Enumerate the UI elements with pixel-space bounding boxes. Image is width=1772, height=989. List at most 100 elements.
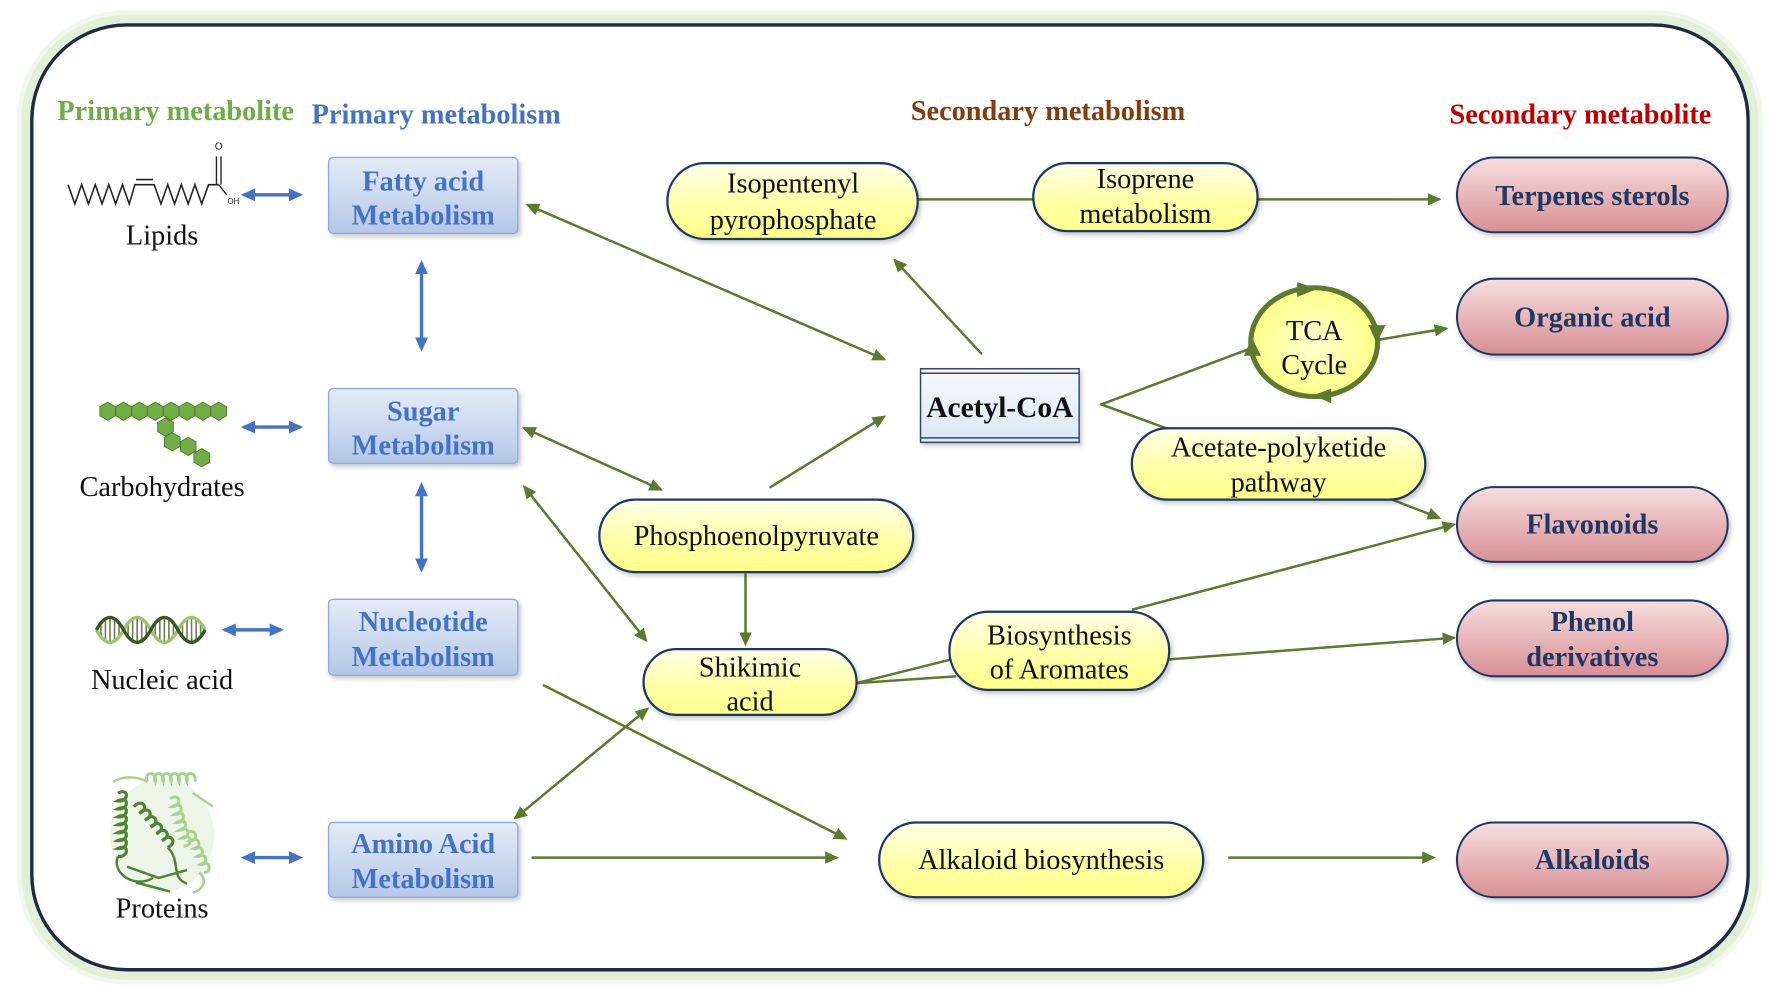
box-label-line2: Metabolism xyxy=(352,430,496,461)
pill-shape xyxy=(1130,427,1427,501)
hexagon xyxy=(178,401,196,421)
acetyl-coa-box xyxy=(919,368,1080,443)
fatty-acid-chain xyxy=(67,182,219,207)
node-label: Acetyl-CoA xyxy=(926,392,1074,424)
primary-metabolism-sugar: Sugar Metabolism xyxy=(327,387,519,465)
node-label-line1: Acetate-polyketide xyxy=(1171,433,1386,464)
box-label-line1: Fatty acid xyxy=(362,166,484,197)
box-shape xyxy=(327,387,519,465)
label-lipids: Lipids xyxy=(126,221,198,252)
primary-metabolite-carbohydrates: Carbohydrates xyxy=(80,401,245,503)
node-tca-cycle: TCA Cycle xyxy=(1243,282,1386,404)
header-primary-metabolism: Primary metabolism xyxy=(312,99,562,130)
metabolite-label: Organic acid xyxy=(1514,302,1671,333)
pill-shape xyxy=(1455,156,1729,234)
primary-metabolism-amino-acid: Amino Acid Metabolism xyxy=(327,821,519,898)
node-label-line1: Shikimic xyxy=(699,652,801,683)
hydroxyl-label: OH xyxy=(228,197,240,206)
label-carbohydrates: Carbohydrates xyxy=(80,472,245,503)
link-acetyl-coa-tca xyxy=(1100,345,1257,406)
hexagon xyxy=(162,401,180,421)
node-biosynthesis-of-aromates: Biosynthesis of Aromates xyxy=(948,610,1171,692)
box-shape xyxy=(327,156,519,235)
carbonyl-oxygen-label: O xyxy=(215,142,223,153)
hexagon xyxy=(115,401,132,421)
hexagon xyxy=(193,448,211,468)
label-nucleic-acid: Nucleic acid xyxy=(91,665,233,696)
node-alkaloid-biosynthesis: Alkaloid biosynthesis xyxy=(878,821,1205,899)
protein-helix-dark xyxy=(112,790,128,859)
metabolite-flavonoids: Flavonoids xyxy=(1455,486,1729,563)
metabolite-alkaloids: Alkaloids xyxy=(1455,821,1729,899)
pill-shape xyxy=(878,821,1205,899)
arrow-fatty-acid-acetyl-coa xyxy=(525,203,887,361)
protein-ribbon-icon xyxy=(109,772,215,894)
metabolite-label: Flavonoids xyxy=(1526,510,1658,541)
node-label: Alkaloid biosynthesis xyxy=(918,845,1164,876)
metabolite-organic-acid: Organic acid xyxy=(1455,277,1729,356)
arrow-acetyl-coa-to-isopentenyl xyxy=(893,258,983,355)
pill-shape xyxy=(948,610,1171,692)
link-acetyl-coa-acetate-polyketide xyxy=(1100,403,1171,431)
box-label-line1: Nucleotide xyxy=(359,607,488,638)
header-primary-metabolite: Primary metabolite xyxy=(57,96,294,127)
node-label-line1: Isoprene xyxy=(1097,164,1194,195)
hexagon xyxy=(131,401,148,421)
node-label: Phosphoenolpyruvate xyxy=(634,521,879,552)
metabolite-terpenes-sterols: Terpenes sterols xyxy=(1455,156,1729,234)
protein-loops xyxy=(115,846,188,893)
metabolite-label: Alkaloids xyxy=(1535,845,1650,876)
protein-helix-light xyxy=(185,829,211,874)
arrow-acetate-polyketide-to-flavonoids xyxy=(1387,497,1442,520)
node-phosphoenolpyruvate: Phosphoenolpyruvate xyxy=(598,498,915,574)
carbonyl-bond xyxy=(215,156,222,185)
pill-shape xyxy=(598,498,915,574)
arrow-phosphoenolpyruvate-to-acetyl-coa xyxy=(769,415,887,489)
primary-metabolism-fatty-acid: Fatty acid Metabolism xyxy=(327,156,519,235)
hydroxyl-bond xyxy=(218,184,228,196)
protein-helix-light xyxy=(145,772,197,787)
arrow-aromates-to-flavonoids xyxy=(1131,521,1457,611)
hexagon xyxy=(99,401,117,421)
tca-cycle-arrowhead xyxy=(1297,282,1318,297)
protein-loops-light xyxy=(112,776,214,894)
dna-rungs xyxy=(100,617,202,643)
arrow-tca-to-organic-acid xyxy=(1376,324,1449,342)
node-isopentenyl-pyrophosphate: Isopentenyl pyrophosphate xyxy=(666,162,919,241)
diagram-frame xyxy=(17,10,1763,985)
tca-cycle-arrowhead xyxy=(1368,325,1386,344)
primary-metabolite-nucleic-acid: Nucleic acid xyxy=(91,615,233,696)
hexagon xyxy=(163,432,181,452)
node-label-line2: pathway xyxy=(1231,468,1328,499)
box-label-line2: Metabolism xyxy=(352,200,496,231)
pill-shape xyxy=(1455,821,1729,899)
primary-metabolite-proteins: Proteins xyxy=(109,772,215,925)
pill-shape xyxy=(1032,162,1259,233)
arrow-sugar-phosphoenolpyruvate xyxy=(522,426,664,491)
box-shape xyxy=(327,821,519,898)
node-label-line1: Biosynthesis xyxy=(987,621,1132,652)
protein-helix-light xyxy=(167,795,192,848)
pill-shape xyxy=(1455,599,1729,678)
hexagon xyxy=(210,401,228,421)
metabolite-label-line2: derivatives xyxy=(1526,642,1658,673)
arrow-nucleotide-to-alkaloid-biosynthesis xyxy=(542,684,848,840)
box-label-line2: Metabolism xyxy=(352,864,496,895)
metabolite-phenol-derivatives: Phenol derivatives xyxy=(1455,599,1729,678)
protein-helix-dark xyxy=(132,801,175,849)
column-headers: Primary metabolite Primary metabolism Se… xyxy=(57,96,1711,130)
fatty-acid-structure-icon: O OH xyxy=(67,142,240,207)
box-label-line2: Metabolism xyxy=(352,642,496,673)
pill-shape xyxy=(642,648,858,716)
box-shape xyxy=(327,598,519,676)
dna-strand-dark xyxy=(94,615,207,644)
node-acetyl-coa: Acetyl-CoA xyxy=(919,368,1080,444)
box-label-line1: Sugar xyxy=(387,396,459,427)
tca-cycle-arrowhead xyxy=(1243,337,1261,356)
node-label-line2: Cycle xyxy=(1281,350,1347,381)
node-label-line2: of Aromates xyxy=(990,655,1129,686)
metabolite-label-line1: Phenol xyxy=(1551,607,1635,638)
hexagon xyxy=(179,436,197,456)
dna-helix-icon xyxy=(94,615,207,644)
